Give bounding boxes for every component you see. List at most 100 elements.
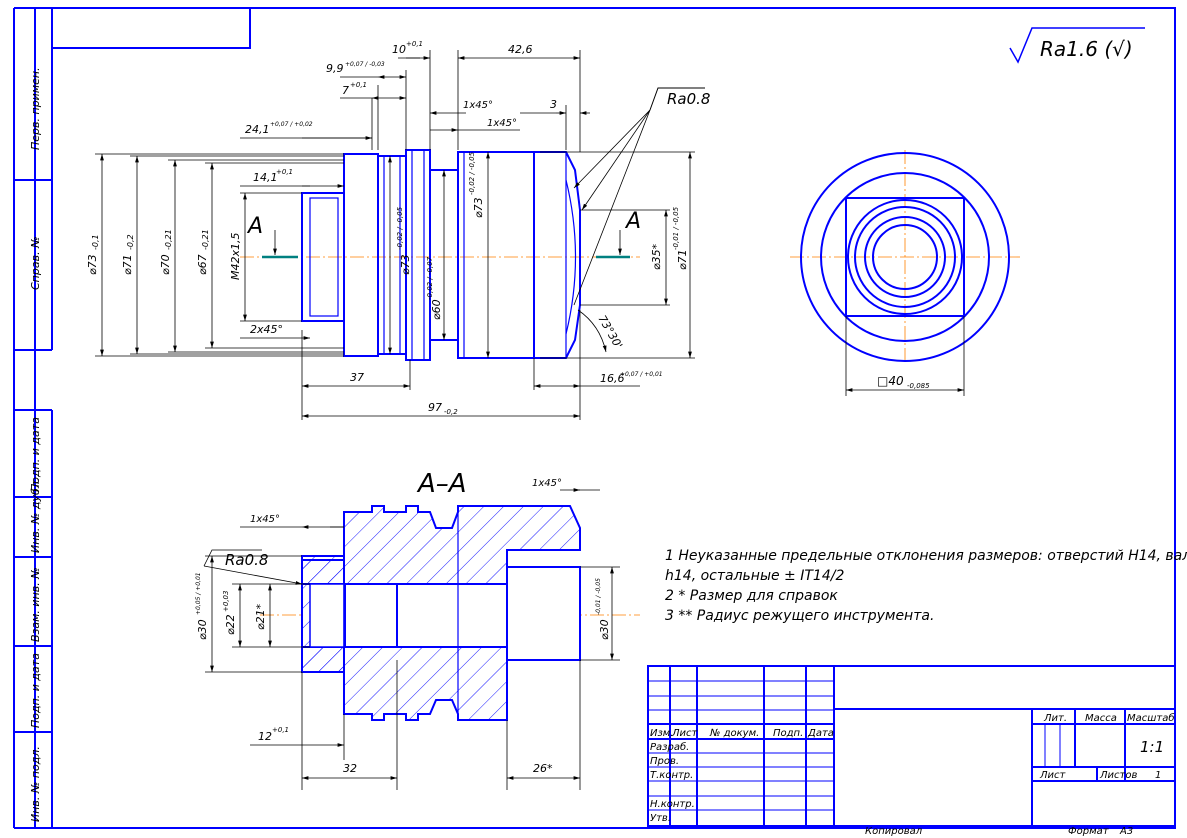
sec-dim-d21: ⌀21* [254, 603, 267, 630]
sec-dim-l32: 32 [343, 762, 357, 775]
dim-l37: 37 [350, 371, 364, 384]
roughness-section-text: Ra0.8 [225, 551, 268, 569]
dim-l241: 24,1 [245, 123, 270, 136]
tb-nkontr: Н.контр. [650, 799, 695, 810]
dim-l99-tol: +0,07 / -0,03 [345, 61, 385, 68]
sec-dim-l12: 12 [258, 730, 272, 743]
dim-l3: 3 [550, 98, 557, 111]
tb-lit: Лит. [1043, 713, 1067, 724]
sec-dim-d22: ⌀22 [224, 614, 237, 635]
roughness-local-text: Ra0.8 [667, 90, 710, 108]
tb-ndokum: № докум. [709, 728, 759, 739]
section-arrows [273, 230, 622, 255]
strip-perv-primen: Перв. примен. [29, 67, 42, 150]
dim-l241-tol: +0,07 / +0,02 [270, 121, 313, 128]
left-strip: Перв. примен. Справ. № Подп. и дата Инв.… [29, 67, 42, 822]
tb-list: Лист [671, 728, 699, 739]
tb-izm: Изм. [650, 728, 674, 739]
tb-tkontr: Т.контр. [650, 770, 693, 781]
strip-sprav: Справ. № [29, 236, 42, 290]
dim-l426: 42,6 [508, 43, 533, 56]
tb-massa: Масса [1085, 713, 1117, 724]
dim-l7-tol: +0,1 [350, 81, 367, 89]
dim-d71b-tol: -0,01 / -0,05 [672, 206, 680, 250]
dim-l141: 14,1 [253, 171, 278, 184]
sheet-frame [13, 7, 1176, 829]
note-line-3: 2 * Размер для справок [665, 588, 838, 604]
dim-d67-tol: -0,21 [201, 229, 210, 250]
dim-d60: ⌀60 [430, 299, 443, 320]
sec-dim-l12-tol: +0,1 [272, 726, 289, 734]
sec-dim-d30b-tol: -0,01 / -0,05 [595, 578, 602, 615]
dim-sq40-tol: -0,085 [907, 382, 930, 390]
tb-kopiroval: Копировал [865, 826, 923, 837]
main-view: A A Ra0.8 ⌀73 -0,1 ⌀71 -0,2 ⌀70 -0,21 ⌀6… [86, 40, 710, 420]
dim-l97-tol: -0,2 [444, 408, 458, 416]
tb-listov: Листов [1099, 770, 1137, 781]
roughness-leader [573, 87, 705, 306]
sec-dim-d30b: ⌀30 [598, 619, 611, 640]
section-mark-right: A [624, 209, 641, 234]
tb-podp: Подп. [773, 728, 803, 739]
tb-masshtab: Масштаб [1127, 712, 1175, 724]
tb-format-value: А3 [1119, 826, 1133, 837]
dim-d60-tol: -0,02 / -0,07 [426, 256, 434, 300]
section-title: А–А [416, 469, 467, 499]
dim-l99: 9,9 [326, 62, 344, 75]
dim-d73c: ⌀73 [472, 197, 485, 218]
dim-d67: ⌀67 [196, 254, 209, 275]
dim-l10-tol: +0,1 [406, 40, 423, 48]
length-dims [240, 56, 640, 418]
dim-d71a: ⌀71 [121, 254, 134, 275]
tb-utv: Утв. [650, 813, 671, 824]
dim-l97: 97 [428, 401, 442, 414]
dim-d73a-tol: -0,1 [91, 234, 100, 250]
dim-d71a-tol: -0,2 [126, 234, 135, 250]
dim-d73c-tol: -0,02 / -0,05 [468, 151, 476, 195]
note-line-4: 3 ** Радиус режущего инструмента. [665, 608, 934, 624]
tb-prov: Пров. [650, 756, 679, 767]
roughness-general-text: Ra1.6 (√) [1040, 37, 1133, 61]
dim-d70-tol: -0,21 [164, 229, 173, 250]
dim-d35: ⌀35* [650, 243, 663, 270]
part-outline [301, 149, 581, 361]
dim-d73b: ⌀73 [399, 254, 412, 275]
dim-d73b-tol: -0,02 / -0,05 [396, 206, 404, 250]
sec-dim-d30a: ⌀30 [196, 619, 209, 640]
technical-notes: 1 Неуказанные предельные отклонения разм… [665, 548, 1187, 624]
extension-lines [95, 50, 695, 420]
strip-podp-data-2: Подп. и дата [29, 653, 42, 728]
diameter-dims [100, 152, 692, 358]
dim-l141-tol: +0,1 [276, 168, 293, 176]
dim-d70: ⌀70 [159, 254, 172, 275]
tb-scale-value: 1:1 [1140, 738, 1164, 756]
strip-vzam-inv: Взам. инв. № [29, 567, 42, 642]
dim-sq40: □40 [877, 374, 904, 388]
dim-l166: 16,6 [600, 372, 625, 385]
note-line-1: 1 Неуказанные предельные отклонения разм… [665, 548, 1187, 564]
dim-d73a: ⌀73 [86, 254, 99, 275]
section-mark-left: A [246, 214, 263, 239]
tb-list2: Лист [1039, 770, 1067, 781]
general-roughness: Ra1.6 (√) [1009, 27, 1145, 64]
dim-l7: 7 [342, 84, 349, 97]
sec-dim-c145: 1x45° [250, 514, 280, 525]
strip-inv-dubl: Инв. № дубл. [29, 478, 42, 553]
dim-c245: 2x45° [250, 323, 283, 336]
note-line-2: h14, остальные ± IT14/2 [665, 568, 844, 584]
tb-data: Дата [807, 728, 834, 739]
sec-dim-d22-tol: +0,03 [222, 591, 230, 612]
sec-dim-l26: 26* [533, 762, 553, 775]
dim-l166-tol: +0,07 / +0,01 [620, 371, 663, 378]
dim-l10: 10 [392, 43, 406, 56]
section-dims [203, 488, 620, 790]
tb-format: Формат [1068, 826, 1110, 837]
dim-d71b: ⌀71 [676, 249, 689, 270]
dim-m42: M42x1,5 [229, 233, 242, 281]
end-view: □40 -0,085 [790, 150, 1020, 396]
sec-dim-d30a-tol: +0,05 / +0,01 [195, 572, 202, 615]
dim-c145b: 1x45° [487, 118, 517, 129]
sec-dim-c145b: 1x45° [532, 478, 562, 489]
strip-inv-podl: Инв. № подл. [29, 746, 42, 822]
